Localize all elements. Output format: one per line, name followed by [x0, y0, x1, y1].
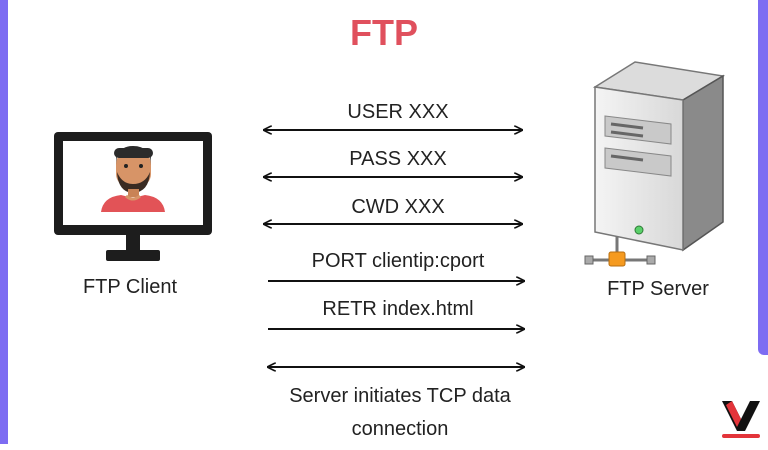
diagram-title: FTP	[350, 12, 418, 53]
monitor-user-icon	[54, 132, 212, 261]
server-tower-icon	[584, 61, 726, 267]
data-connection-note-line1: Server initiates TCP data	[289, 385, 511, 407]
message-label-user: USER XXX	[347, 101, 449, 123]
data-connection-note-line2: connection	[351, 418, 449, 440]
data-connection-note: Server initiates TCP data connection	[250, 380, 550, 446]
watermark-logo	[722, 401, 760, 438]
message-label-pass: PASS XXX	[349, 148, 447, 170]
client-label: FTP Client	[82, 276, 178, 298]
server-label: FTP Server	[607, 278, 709, 300]
message-label-cwd: CWD XXX	[351, 196, 445, 218]
right-frame-bar	[758, 0, 768, 355]
message-label-port: PORT clientip:cport	[311, 250, 485, 272]
message-label-retr: RETR index.html	[322, 298, 474, 320]
left-frame-bar	[0, 0, 8, 444]
